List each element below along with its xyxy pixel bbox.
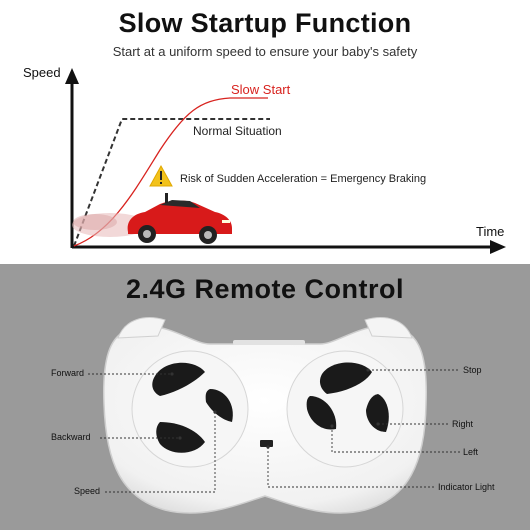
- label-backward: Backward: [51, 432, 91, 442]
- forward-button: [152, 362, 205, 396]
- label-right: Right: [452, 419, 474, 429]
- warning-label: Risk of Sudden Acceleration = Emergency …: [180, 173, 427, 185]
- warning-icon: [149, 164, 173, 187]
- label-stop: Stop: [463, 365, 482, 375]
- remote-logo: [233, 340, 305, 345]
- indicator-leader: [267, 447, 436, 488]
- section-title: Slow Startup Function: [118, 8, 412, 38]
- right-button: [366, 394, 389, 432]
- normal-situation-line: [73, 118, 270, 247]
- left-leader: [331, 426, 460, 453]
- slow-startup-panel: Slow Startup Function Start at a uniform…: [0, 0, 530, 262]
- y-axis-label: Speed: [23, 65, 61, 80]
- stop-button: [319, 362, 372, 394]
- speed-leader: [105, 412, 216, 493]
- remote-control-panel: 2.4G Remote Control: [0, 264, 530, 530]
- label-left: Left: [463, 447, 479, 457]
- section-subtitle: Start at a uniform speed to ensure your …: [112, 44, 418, 59]
- remote-ear-left: [117, 317, 166, 339]
- remote-control-image: [88, 317, 460, 514]
- indicator-light: [260, 440, 273, 447]
- x-axis-arrow-icon: [490, 240, 506, 254]
- ride-on-car-image: [72, 193, 232, 244]
- x-axis-label: Time: [476, 224, 505, 239]
- label-speed: Speed: [74, 486, 101, 496]
- left-button: [306, 396, 337, 430]
- speed-button: [205, 389, 233, 422]
- right-button-pod: [286, 350, 404, 468]
- remote-ear-right: [364, 317, 413, 339]
- slow-start-label: Slow Start: [231, 82, 291, 97]
- remote-title: 2.4G Remote Control: [125, 274, 405, 304]
- label-indicator-light: Indicator Light: [438, 482, 495, 492]
- normal-situation-label: Normal Situation: [193, 124, 282, 138]
- y-axis-arrow-icon: [65, 68, 79, 84]
- speed-time-graph: [65, 68, 506, 254]
- label-forward: Forward: [51, 368, 85, 378]
